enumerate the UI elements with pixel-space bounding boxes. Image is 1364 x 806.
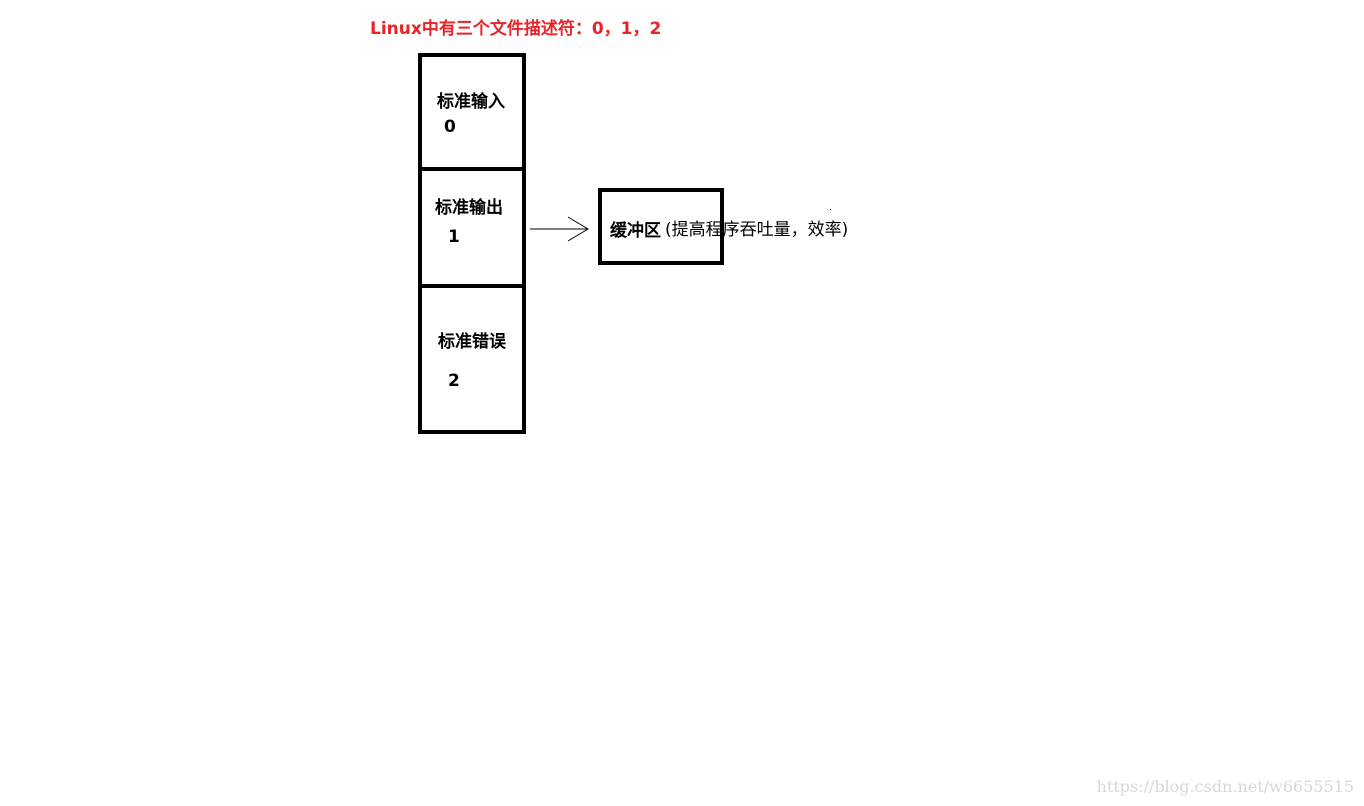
buffer-box [598, 188, 724, 265]
fd-name: 标准输入 [437, 92, 505, 112]
buffer-note: (提高程序吞吐量，效率) [665, 220, 849, 240]
fd-name: 标准错误 [438, 332, 506, 352]
fd-number: 2 [448, 371, 460, 391]
stray-dot [830, 209, 831, 210]
fd-number: 1 [448, 227, 460, 247]
buffer-label: 缓冲区 [610, 221, 661, 241]
file-descriptor-table: 标准输入 0 标准输出 1 标准错误 2 [418, 53, 526, 434]
fd-cell-stdin: 标准输入 0 [422, 57, 522, 171]
fd-cell-stdout: 标准输出 1 [422, 171, 522, 288]
watermark: https://blog.csdn.net/w6655515 [1096, 777, 1354, 796]
fd-number: 0 [444, 117, 456, 137]
fd-cell-stderr: 标准错误 2 [422, 288, 522, 434]
fd-name: 标准输出 [435, 198, 503, 218]
arrow-right-icon [530, 216, 589, 242]
diagram-title: Linux中有三个文件描述符：0，1，2 [370, 19, 662, 39]
